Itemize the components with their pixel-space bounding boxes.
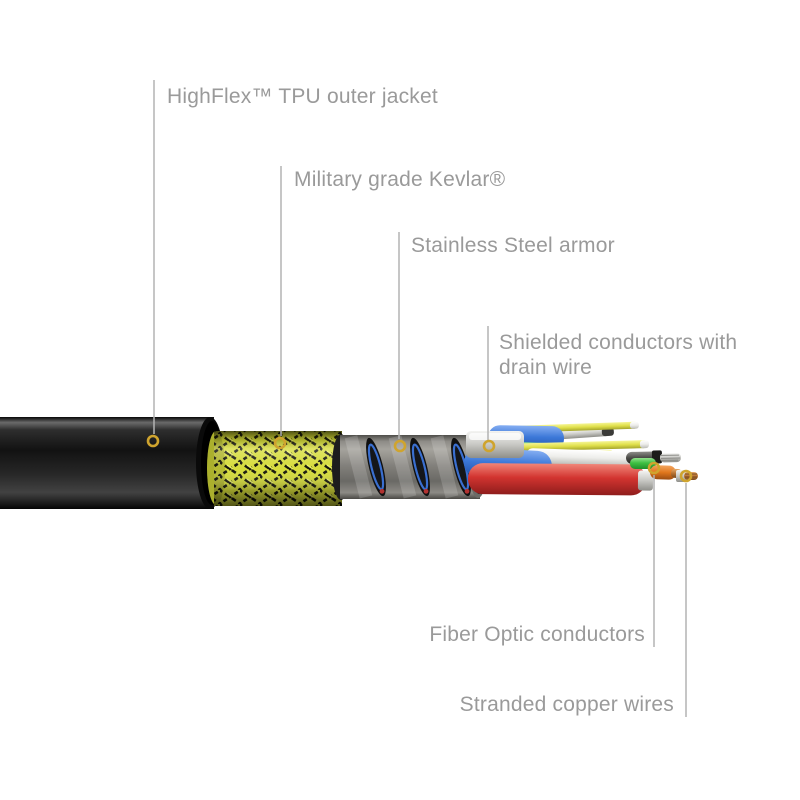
red-conductor <box>467 463 654 496</box>
white-conductor <box>525 448 642 467</box>
steel-armor <box>332 434 487 500</box>
outer-jacket <box>0 417 224 509</box>
label-stranded-copper: Stranded copper wires <box>459 693 674 716</box>
marker-kevlar <box>273 436 287 450</box>
marker-armor <box>393 439 407 453</box>
conductor-bundle <box>463 421 698 496</box>
marker-fiber <box>647 461 661 475</box>
marker-shielded <box>482 439 496 453</box>
label-outer-jacket: HighFlex™ TPU outer jacket <box>167 85 438 108</box>
marker-copper <box>679 469 693 483</box>
label-kevlar: Military grade Kevlar® <box>294 168 506 191</box>
label-shielded-conductors: Shielded conductors with drain wire <box>499 331 738 379</box>
armor-gap <box>410 437 430 497</box>
thin-gray-wire <box>549 427 614 440</box>
marker-outer-jacket <box>146 434 160 448</box>
label-armor: Stainless Steel armor <box>411 234 615 257</box>
label-fiber-optic: Fiber Optic conductors <box>429 623 645 646</box>
armor-gap <box>451 437 471 497</box>
kevlar-braid <box>207 431 342 506</box>
armor-gap <box>366 437 386 497</box>
